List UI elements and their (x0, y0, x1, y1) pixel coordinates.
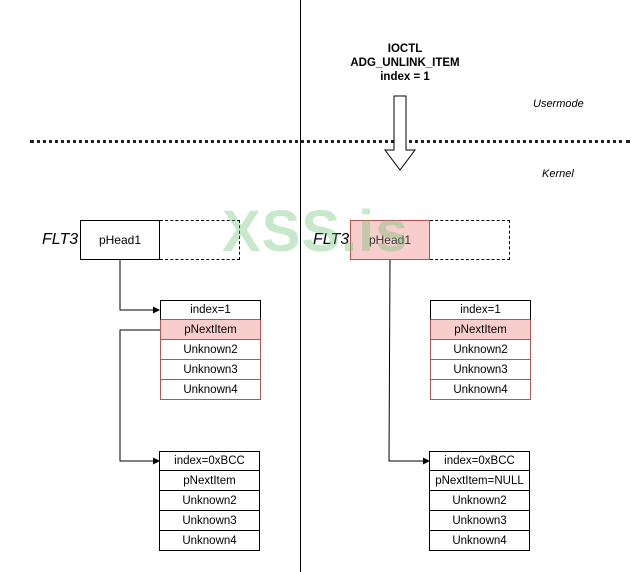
left-head-box: pHead1 (80, 220, 160, 260)
right-item1-pnextitem: pNextItem (430, 320, 531, 340)
usermode-label: Usermode (533, 98, 584, 110)
right-head-box: pHead1 (350, 220, 430, 260)
left-item1-unknown3: Unknown3 (160, 360, 261, 380)
left-head-to-item1-connector (119, 260, 154, 311)
watermark: XSS.is (222, 199, 409, 264)
left-item2-unknown4: Unknown4 (159, 531, 260, 551)
right-item1-unknown4: Unknown4 (430, 380, 531, 400)
kernel-label: Kernel (542, 168, 574, 180)
ioctl-arrow-icon (384, 95, 416, 171)
user-kernel-boundary (30, 140, 630, 143)
right-item1-unknown3: Unknown3 (430, 360, 531, 380)
right-item1-table: index=1 pNextItem Unknown2 Unknown3 Unkn… (430, 300, 531, 400)
right-head-dashed-extension (430, 220, 510, 260)
ioctl-line-3: index = 1 (380, 71, 430, 83)
left-head-arrowhead (153, 306, 160, 314)
left-item2-pnextitem: pNextItem (159, 471, 260, 491)
right-head-to-item2-connector (388, 259, 424, 462)
left-item1-table: index=1 pNextItem Unknown2 Unknown3 Unkn… (160, 300, 261, 400)
ioctl-line-1: IOCTL (387, 43, 423, 55)
left-item1-unknown4: Unknown4 (160, 380, 261, 400)
right-head-arrowhead (423, 457, 430, 465)
right-item2-table: index=0xBCC pNextItem=NULL Unknown2 Unkn… (429, 451, 530, 551)
right-item2-unknown4: Unknown4 (429, 531, 530, 551)
right-item2-unknown3: Unknown3 (429, 511, 530, 531)
left-item1-index: index=1 (160, 300, 261, 320)
left-item-arrowhead (153, 457, 160, 465)
left-flt3-label: FLT3 (42, 231, 79, 248)
right-item2-index: index=0xBCC (429, 451, 530, 471)
right-item1-index: index=1 (430, 300, 531, 320)
right-item2-unknown2: Unknown2 (429, 491, 530, 511)
right-item2-pnextitem: pNextItem=NULL (429, 471, 530, 491)
ioctl-label: IOCTL ADG_UNLINK_ITEM index = 1 (320, 42, 490, 84)
ioctl-line-2: ADG_UNLINK_ITEM (350, 57, 460, 69)
left-item2-unknown2: Unknown2 (159, 491, 260, 511)
right-flt3-label: FLT3 (313, 231, 350, 248)
left-item2-unknown3: Unknown3 (159, 511, 260, 531)
left-head-dashed-extension (160, 220, 240, 260)
left-item2-table: index=0xBCC pNextItem Unknown2 Unknown3 … (159, 451, 260, 551)
center-divider (300, 0, 301, 572)
left-item1-pnextitem: pNextItem (160, 320, 261, 340)
left-item1-to-item2-connector (119, 329, 160, 462)
left-item2-index: index=0xBCC (159, 451, 260, 471)
left-item1-unknown2: Unknown2 (160, 340, 261, 360)
right-item1-unknown2: Unknown2 (430, 340, 531, 360)
